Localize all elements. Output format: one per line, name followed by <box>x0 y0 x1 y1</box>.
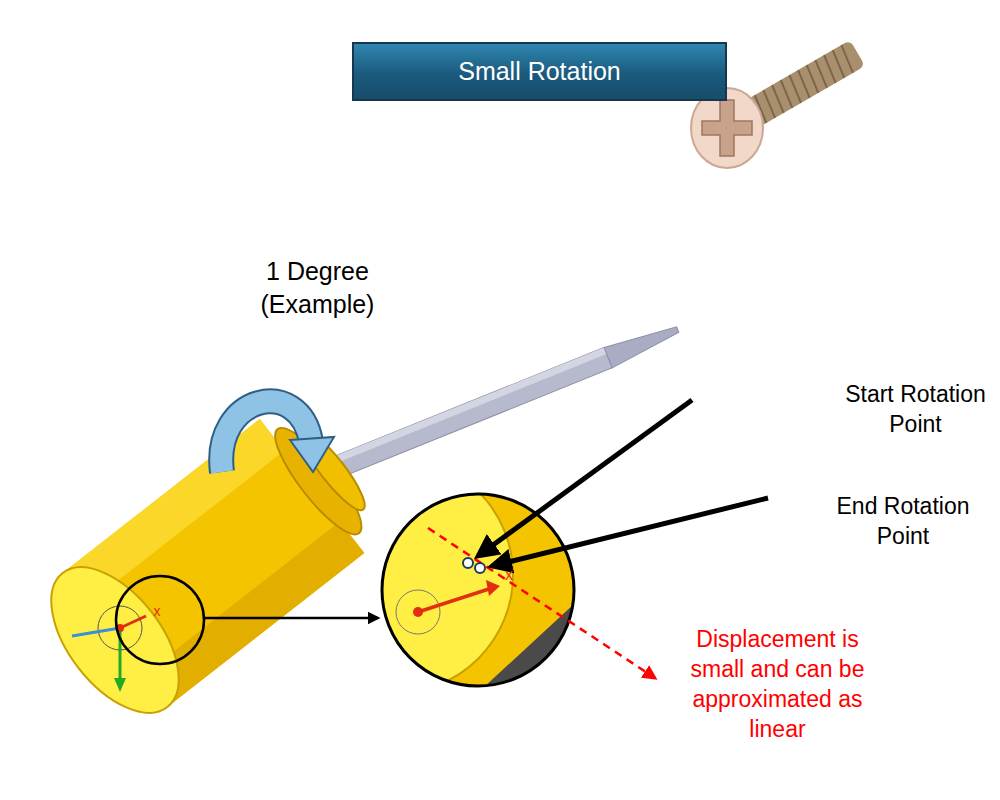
triad-ring <box>396 590 440 634</box>
rotation-note: 1 Degree (Example) <box>250 255 385 320</box>
rotation-arrow-band <box>221 401 311 472</box>
magnifier-ring <box>382 494 574 686</box>
handle-end-face <box>26 545 203 736</box>
end-point <box>475 563 485 573</box>
axis-arrow <box>72 628 120 636</box>
magnified-end-face <box>277 457 513 693</box>
shaft-highlight <box>326 347 607 466</box>
callout-label: Start Rotation Point <box>828 380 1000 440</box>
shaft-body <box>326 347 612 480</box>
explanation-note: Displacement is small and can be approxi… <box>675 625 880 745</box>
axis-arrow <box>120 616 146 628</box>
start-point <box>463 558 473 568</box>
shaft-tip <box>604 319 682 367</box>
title-banner: Small Rotation <box>352 42 727 101</box>
rotation-arrow <box>221 401 334 472</box>
screwdriver-handle <box>26 396 394 736</box>
axis-triad <box>72 606 146 692</box>
axis-arrow <box>418 588 492 612</box>
axis-label: x <box>499 565 519 586</box>
phillips-recess <box>702 100 752 156</box>
zoom-arrow <box>205 617 378 620</box>
magnified-view <box>277 457 600 700</box>
leader-arrow <box>492 498 768 566</box>
rotation-arrow-outline <box>221 401 311 472</box>
title-text: Small Rotation <box>458 57 621 86</box>
screwdriver-shaft <box>326 319 682 480</box>
axis-arrowhead <box>486 580 500 596</box>
tangent-line <box>428 528 655 678</box>
axis-origin <box>413 607 423 617</box>
rotation-arrowhead <box>290 437 334 472</box>
callout-label: End Rotation Point <box>818 492 988 552</box>
axis-label: x <box>147 602 167 620</box>
zoom-ring <box>116 576 204 664</box>
axis-arrowhead <box>114 678 126 692</box>
leader-arrow <box>478 400 692 556</box>
